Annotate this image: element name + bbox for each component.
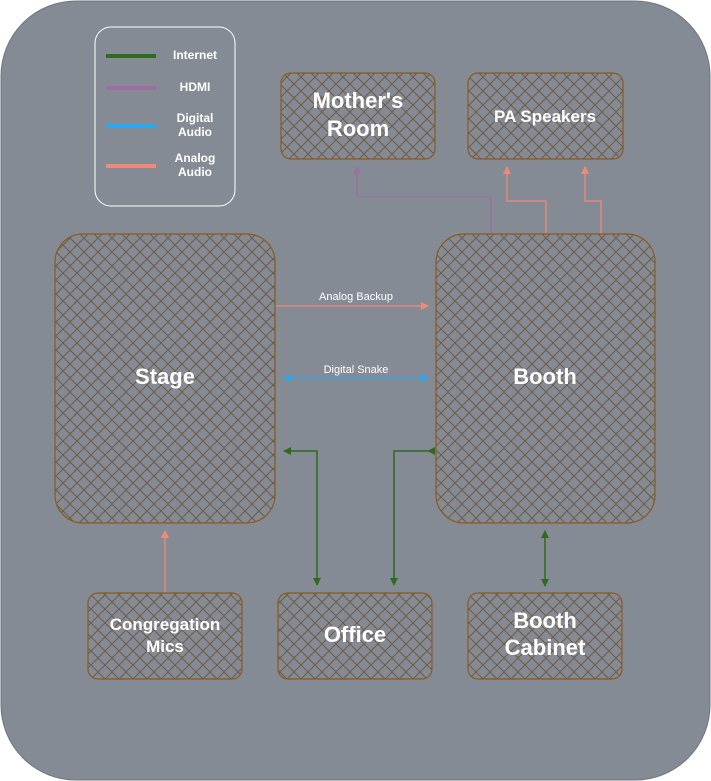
pa-speakers-label: PA Speakers xyxy=(494,107,596,126)
digital-snake-label: Digital Snake xyxy=(324,364,389,376)
node-booth-cabinet: Booth Cabinet xyxy=(467,592,623,680)
node-congregation-mics: Congregation Mics xyxy=(87,592,243,680)
hdmi-booth-to-mothers-room xyxy=(353,166,492,234)
analog-booth-to-pa-right xyxy=(581,166,602,234)
congregation-mics-label-line2: Mics xyxy=(146,637,184,656)
mothers-room-label-line1: Mother's xyxy=(313,88,404,113)
booth-cabinet-label-line1: Booth xyxy=(513,608,577,633)
congregation-mics-label-line1: Congregation xyxy=(110,615,221,634)
node-mothers-room: Mother's Room xyxy=(280,72,436,160)
node-stage: Stage xyxy=(54,233,276,524)
booth-cabinet-label-line2: Cabinet xyxy=(505,635,586,660)
legend-hdmi-label: HDMI xyxy=(180,80,211,94)
mothers-room-label-line2: Room xyxy=(327,116,389,141)
stage-label: Stage xyxy=(135,364,195,389)
node-office: Office xyxy=(277,592,433,680)
node-pa-speakers: PA Speakers xyxy=(467,72,624,160)
legend-box xyxy=(94,26,236,207)
internet-stage-office xyxy=(283,447,321,586)
booth-label: Booth xyxy=(513,364,577,389)
office-label: Office xyxy=(324,622,386,647)
analog-booth-to-pa-left xyxy=(503,166,547,234)
internet-booth-office xyxy=(390,447,435,586)
legend-internet-label: Internet xyxy=(173,48,217,62)
node-booth: Booth xyxy=(435,233,656,524)
analog-backup-label: Analog Backup xyxy=(319,291,393,303)
